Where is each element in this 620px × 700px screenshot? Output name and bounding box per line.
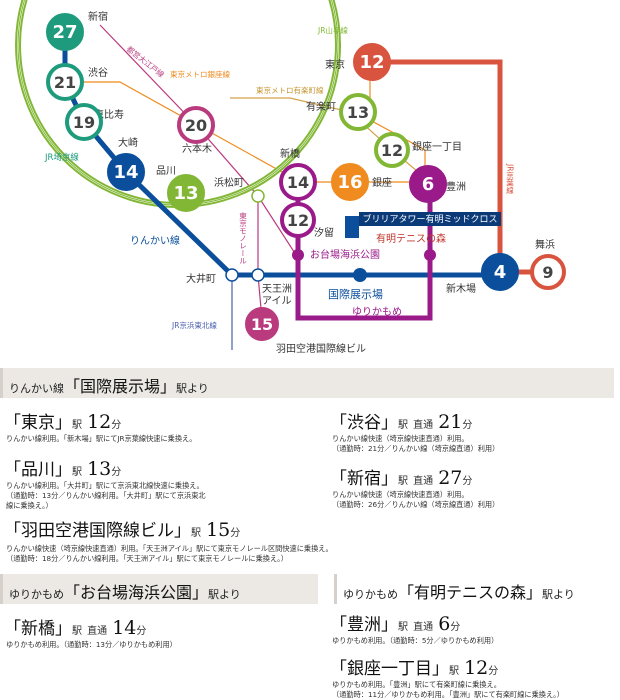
oedo-line: [99, 24, 299, 259]
label-shibuya: 渋谷: [88, 66, 108, 79]
station-number: 12: [381, 141, 403, 160]
route-shimbashi-note: ゆりかもめ利用。（通勤時：13分／ゆりかもめ利用）: [6, 640, 177, 649]
route-toyosu-note: ゆりかもめ利用。（通勤時：5分／ゆりかもめ利用）: [332, 636, 499, 645]
station-number: 9: [542, 263, 553, 282]
brillia-label: ブリリアタワー有明ミッドクロス: [362, 213, 497, 225]
label-shiodome: 汐留: [314, 226, 334, 239]
route-shibuya-note: りんかい線快速（埼京線快速直通）利用。（通勤時：21分／りんかい線（埼京線直通）…: [332, 434, 500, 453]
line-label-yurakucho: 東京メトロ有楽町線: [256, 85, 324, 95]
route-tokyo-note: りんかい線利用。「新木場」駅にてJR京葉線快速に乗換え。: [6, 434, 197, 443]
station-number-circle: [65, 103, 103, 141]
station-number: 14: [113, 162, 138, 183]
route-shibuya: 「渋谷」駅 直通 21分: [330, 411, 473, 433]
route-toyosu: 「豊洲」駅 直通 6分: [330, 613, 461, 635]
label-yurakucho: 有楽町: [306, 100, 336, 113]
label-tennozu: 天王洲 アイル: [262, 283, 295, 307]
line-label-yurikamome: ゆりかもめ: [352, 306, 402, 318]
station-number-circle: [167, 174, 205, 212]
label-oimachi: 大井町: [186, 272, 216, 285]
station-number: 20: [185, 116, 207, 135]
station-number-circle: [46, 13, 84, 51]
label-roppongi: 六本木: [182, 142, 212, 155]
route-shimbashi: 「新橋」駅 直通 14分: [4, 617, 147, 639]
station-number-circle: [279, 163, 317, 201]
label-toyosu: 豊洲: [446, 180, 466, 193]
route-shinjuku-note: りんかい線快速（埼京線快速直通）利用。（通勤時：26分／りんかい線（埼京線直通）…: [332, 490, 500, 509]
station-number: 12: [287, 211, 309, 230]
route-tokyo: 「東京」駅 12分: [4, 411, 122, 433]
label-hamamatsucho: 浜松町: [214, 176, 244, 189]
building-icon: [345, 216, 359, 238]
station-number: 12: [359, 52, 384, 73]
station-number-circle: [46, 63, 84, 101]
station-number-circle: [339, 93, 377, 131]
section-title-ariake: ゆりかもめ「有明テニスの森」駅より: [343, 583, 575, 602]
station-number: 19: [73, 113, 95, 132]
station-number-circle: [331, 163, 369, 201]
route-ginza1-note: ゆりかもめ利用。「豊洲」駅にて有楽町線に乗換え。（通勤時：11分／ゆりかもめ利用…: [332, 680, 564, 699]
label-tennozu-line2: アイル: [262, 296, 292, 307]
label-odaiba: お台場海浜公園: [310, 248, 380, 261]
station-number: 15: [251, 315, 273, 334]
station-number: 16: [337, 172, 362, 193]
station-number: 14: [287, 173, 309, 192]
route-map: ブリリアタワー有明ミッドクロス 新宿 渋谷 恵比寿 大崎 品川 六本木 浜松町 …: [15, 0, 566, 355]
station-number-circle: [481, 253, 519, 291]
line-label-ginza: 東京メトロ銀座線: [170, 69, 230, 79]
section-title-rinkai: りんかい線「国際展示場」駅より: [9, 377, 209, 396]
station-number: 6: [422, 174, 435, 195]
section-title-odaiba: ゆりかもめ「お台場海浜公園」駅より: [9, 583, 241, 602]
station-number: 27: [52, 22, 77, 43]
station-number: 13: [173, 183, 198, 204]
label-kokusai: 国際展示場: [328, 288, 383, 301]
station-number: 13: [347, 103, 369, 122]
station-number-circle: [245, 307, 279, 341]
label-ginza1: 銀座一丁目: [412, 140, 462, 153]
label-osaki: 大崎: [118, 136, 138, 149]
label-shinjuku: 新宿: [88, 10, 108, 23]
station-number-circle: [280, 202, 316, 238]
station-number-circle: [409, 165, 447, 203]
station-number-circle: [107, 153, 145, 191]
label-tennozu-line1: 天王洲: [262, 283, 292, 295]
route-haneda: 「羽田空港国際線ビル」駅 15分: [4, 519, 241, 541]
station-number: 4: [494, 262, 507, 283]
label-shinagawa: 品川: [156, 165, 176, 177]
station-number-circle: [177, 106, 215, 144]
section-header-odaiba: ゆりかもめ「お台場海浜公園」駅より: [0, 574, 318, 604]
line-label-oedo: 都営大江戸線: [125, 44, 167, 80]
station-number-circle: [530, 254, 566, 290]
label-ariake: 有明テニスの森: [376, 232, 446, 245]
route-shinjuku: 「新宿」駅 直通 27分: [330, 467, 473, 489]
label-shimbashi: 新橋: [280, 147, 300, 160]
label-haneda: 羽田空港国際線ビル: [276, 342, 366, 355]
route-haneda-note: りんかい線快速（埼京線快速直通）利用。「天王洲アイル」駅にて東京モノレール区間快…: [6, 544, 333, 563]
label-shinkiba: 新木場: [446, 282, 476, 295]
station-number-circle: [353, 43, 391, 81]
section-header-rinkai: りんかい線「国際展示場」駅より: [0, 368, 614, 398]
section-header-ariake: ゆりかもめ「有明テニスの森」駅より: [334, 574, 620, 604]
label-tokyo: 東京: [325, 58, 345, 71]
line-label-rinkai: りんかい線: [130, 234, 180, 247]
label-maihama: 舞浜: [535, 239, 555, 251]
route-shinagawa-note: りんかい線利用。「大井町」駅にて京浜東北線快速に乗換え。（通勤時：13分／りんか…: [6, 481, 206, 510]
station-number-circle: [374, 132, 410, 168]
line-label-saikyo: JR埼京線: [44, 152, 79, 163]
line-label-yamanote: JR山手線: [317, 25, 348, 35]
route-ginza1: 「銀座一丁目」駅 12分: [330, 657, 499, 679]
line-label-keiyo: JR京葉線: [505, 163, 514, 194]
route-shinagawa: 「品川」駅 13分: [4, 458, 122, 480]
line-label-monorail: 東京モノレール: [238, 211, 247, 265]
keiyo-line: [372, 59, 548, 275]
line-label-keihin: JR京浜東北線: [171, 320, 217, 330]
label-ginza: 銀座: [372, 176, 392, 189]
station-number: 21: [54, 73, 76, 92]
